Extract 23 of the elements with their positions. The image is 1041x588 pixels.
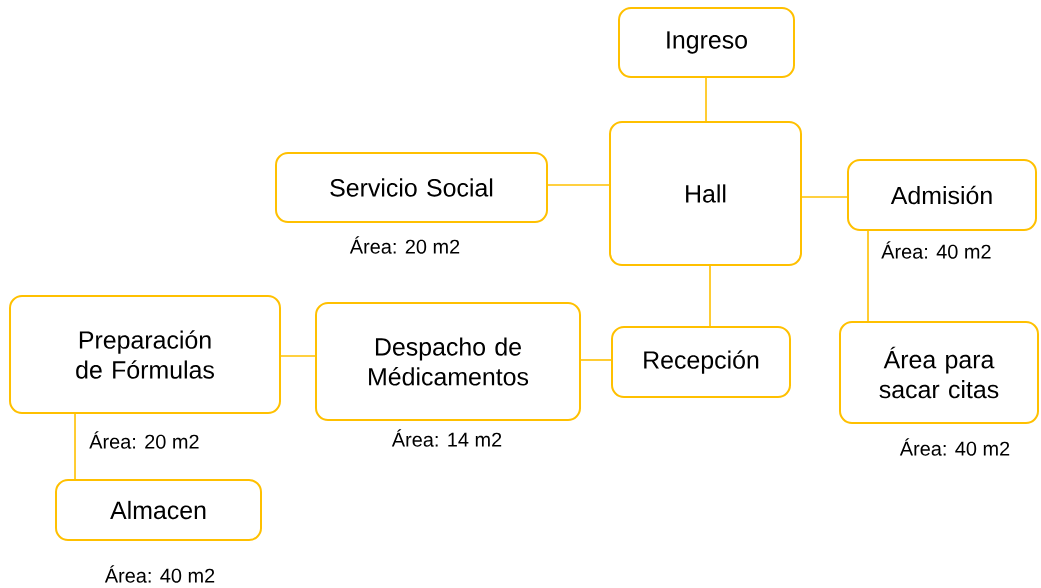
room-box: Servicio Social xyxy=(275,152,548,223)
area-label: Área: 40 m2 xyxy=(881,241,991,259)
room-box: Despacho de Médicamentos xyxy=(315,302,581,421)
connector-line xyxy=(547,184,610,186)
room-box: Hall xyxy=(609,121,802,266)
room-box: Almacen xyxy=(55,479,262,541)
connector-line xyxy=(280,355,316,357)
room-box: Ingreso xyxy=(618,7,795,78)
area-label: Área: 40 m2 xyxy=(899,438,1010,456)
connector-line xyxy=(580,359,612,361)
connector-line xyxy=(801,196,848,198)
area-label: Área: 20 m2 xyxy=(349,236,460,254)
room-box: Admisión xyxy=(847,159,1037,231)
area-label: Área: 14 m2 xyxy=(391,429,502,447)
room-box: Preparación de Fórmulas xyxy=(9,295,281,414)
room-box: Área para sacar citas xyxy=(839,321,1039,424)
connector-line xyxy=(74,413,76,480)
area-label: Área: 20 m2 xyxy=(89,431,199,449)
room-box: Recepción xyxy=(611,326,791,398)
connector-line xyxy=(867,230,869,322)
area-label: Área: 40 m2 xyxy=(104,565,215,583)
connector-line xyxy=(709,265,711,327)
connector-line xyxy=(705,77,707,122)
